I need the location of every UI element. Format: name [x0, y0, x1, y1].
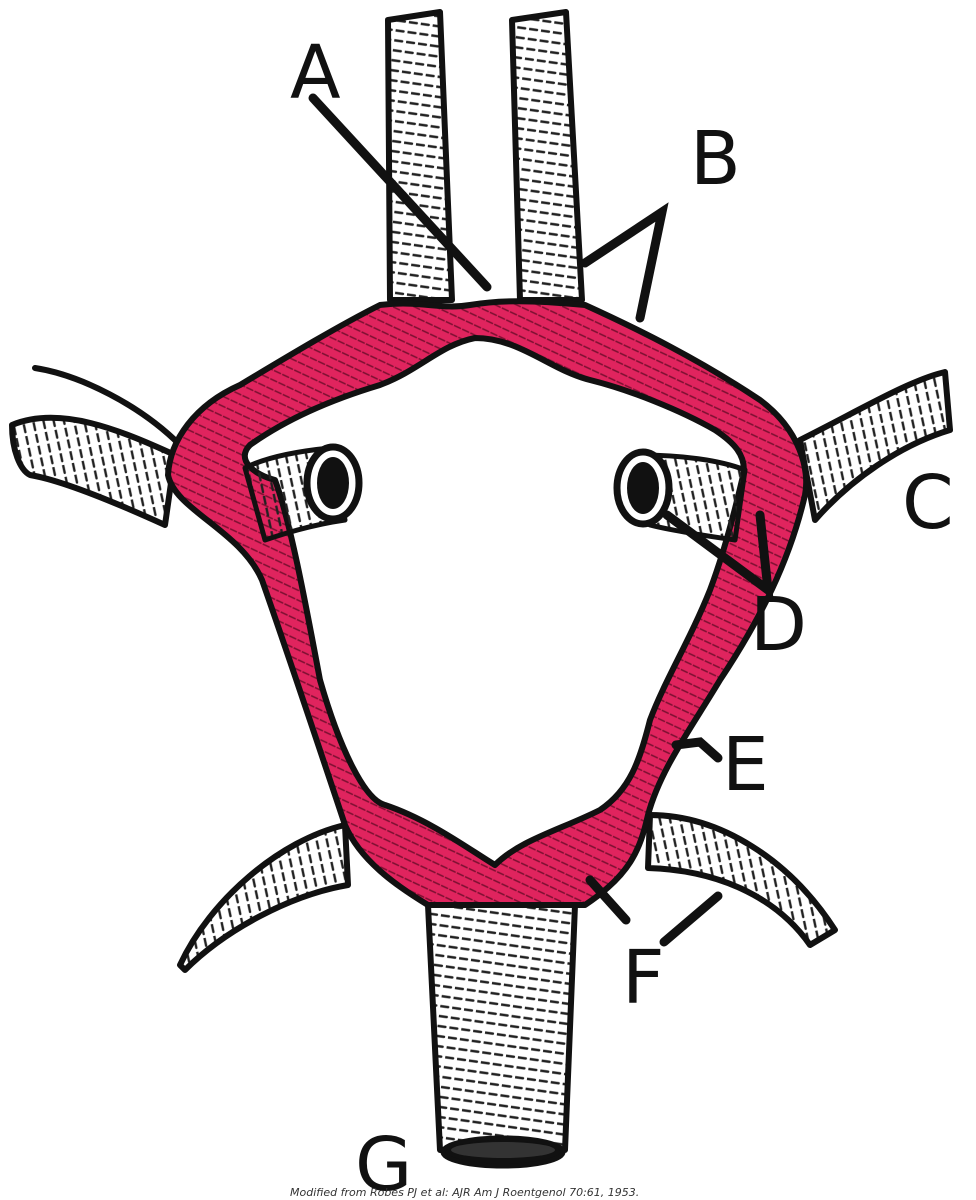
leader-f-1: [585, 875, 631, 925]
leader-a: [308, 93, 492, 292]
source-credit: Modified from Robes PJ et al: AJR Am J R…: [290, 1186, 639, 1199]
leader-f-2: [659, 891, 723, 947]
leader-d: [662, 510, 774, 600]
basilar-artery: [425, 902, 578, 1169]
label-a: A: [290, 30, 341, 116]
left-cut-vessel: [242, 443, 363, 543]
arterial-circle: [165, 298, 810, 908]
label-f: F: [622, 935, 665, 1021]
label-c: C: [902, 460, 954, 546]
posterior-cerebral-arteries: [177, 812, 838, 973]
label-e: E: [722, 722, 769, 808]
label-d: D: [750, 582, 807, 668]
label-g: G: [355, 1122, 412, 1200]
anterior-cerebral-arteries: [385, 9, 585, 303]
leader-lines: [308, 93, 774, 947]
labels: A B C D E F G: [290, 30, 954, 1200]
label-b: B: [690, 116, 741, 202]
left-lateral-vessel: [9, 365, 183, 528]
leader-b: [580, 202, 669, 323]
right-lateral-vessel: [797, 369, 953, 523]
leader-e: [671, 737, 723, 763]
